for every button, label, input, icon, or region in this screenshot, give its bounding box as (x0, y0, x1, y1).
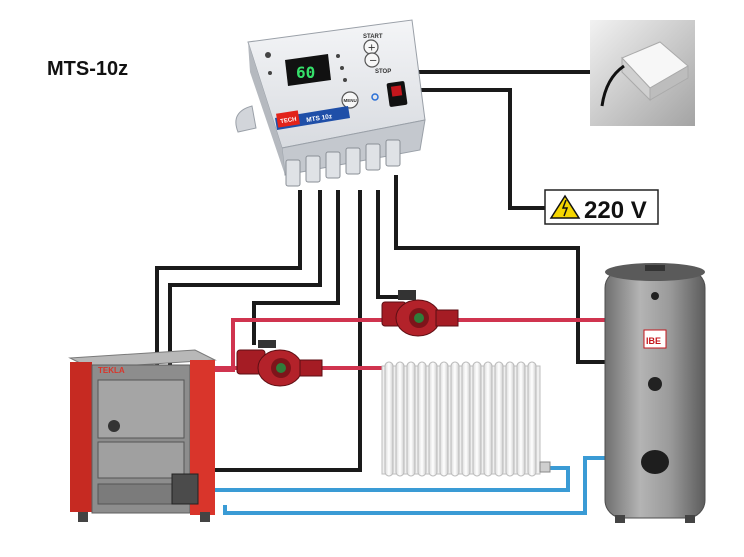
tank-flange (641, 450, 669, 474)
flame-icon (343, 78, 347, 82)
radiator-fin (483, 361, 493, 477)
radiator-fin (406, 361, 416, 477)
boiler-air-vent-icon (108, 420, 120, 432)
cable-to-pump-left (252, 190, 340, 345)
controller-model: MTS 10z (306, 113, 334, 124)
tank-logo (643, 329, 667, 349)
tank-middle-port (648, 377, 662, 391)
radiator-fin (439, 361, 449, 477)
cable-to-pump-right (376, 190, 402, 299)
radiator-fin (461, 361, 471, 477)
radiator-fin (527, 361, 537, 477)
start-label: START (363, 34, 383, 40)
boiler: TEKLA (68, 349, 217, 522)
boiler-ash-door (97, 483, 185, 505)
cable-to-boiler-1 (155, 190, 302, 370)
radiator (381, 361, 551, 477)
tank-upper-port (651, 292, 659, 300)
radiator-fin (450, 361, 460, 477)
power-icon (371, 93, 379, 101)
fan-icon (336, 54, 340, 58)
pump-left-label-icon (276, 363, 286, 373)
room-sensor-photo (590, 20, 695, 126)
radiator-fin (505, 361, 515, 477)
pump-right (381, 290, 459, 337)
alarm-icon (265, 52, 271, 58)
cable-to-tank (394, 175, 608, 364)
tank-brand: IBE (646, 336, 661, 346)
controller-display: 60 (296, 63, 315, 82)
minus-icon: − (369, 56, 377, 67)
radiator-fin (395, 361, 405, 477)
voltage-label: 220 V (544, 189, 659, 225)
diagram-title: MTS-10z (47, 58, 129, 80)
menu-button[interactable] (341, 91, 359, 109)
water-tank: IBE (604, 263, 706, 523)
cable-to-boiler-sensor (205, 190, 362, 472)
radiator-fin (417, 361, 427, 477)
pump-right-label-icon (414, 313, 424, 323)
power-switch-rocker (390, 85, 403, 97)
radiator-valve (539, 461, 551, 473)
voltage-text: 220 V (584, 197, 647, 224)
pump-left (236, 340, 323, 387)
cable-to-mains (416, 88, 545, 210)
control-cables (155, 70, 608, 472)
radiator-fin (516, 361, 526, 477)
controller-brand-logo: TECH (280, 117, 297, 125)
boiler-fan (171, 473, 199, 505)
radiator-fin (428, 361, 438, 477)
radiator-fin (472, 361, 482, 477)
cold-water-pipes (195, 456, 605, 515)
controller-unit: 60 START + − STOP MENU (235, 19, 426, 187)
menu-label: MENU (344, 98, 357, 103)
thermometer-icon (340, 66, 344, 70)
cold-pipe-radiator-return (195, 466, 570, 492)
pump-icon (268, 71, 272, 75)
cold-pipe-tank-return (223, 456, 605, 515)
stop-label: STOP (375, 69, 391, 75)
plus-icon: + (368, 43, 376, 54)
cable-to-boiler-2 (168, 190, 322, 370)
boiler-brand: TEKLA (98, 366, 125, 375)
radiator-fin (494, 361, 504, 477)
minus-button[interactable] (364, 52, 380, 68)
high-voltage-icon (549, 194, 581, 219)
boiler-lower-door (97, 441, 185, 479)
radiator-fin (384, 361, 394, 477)
